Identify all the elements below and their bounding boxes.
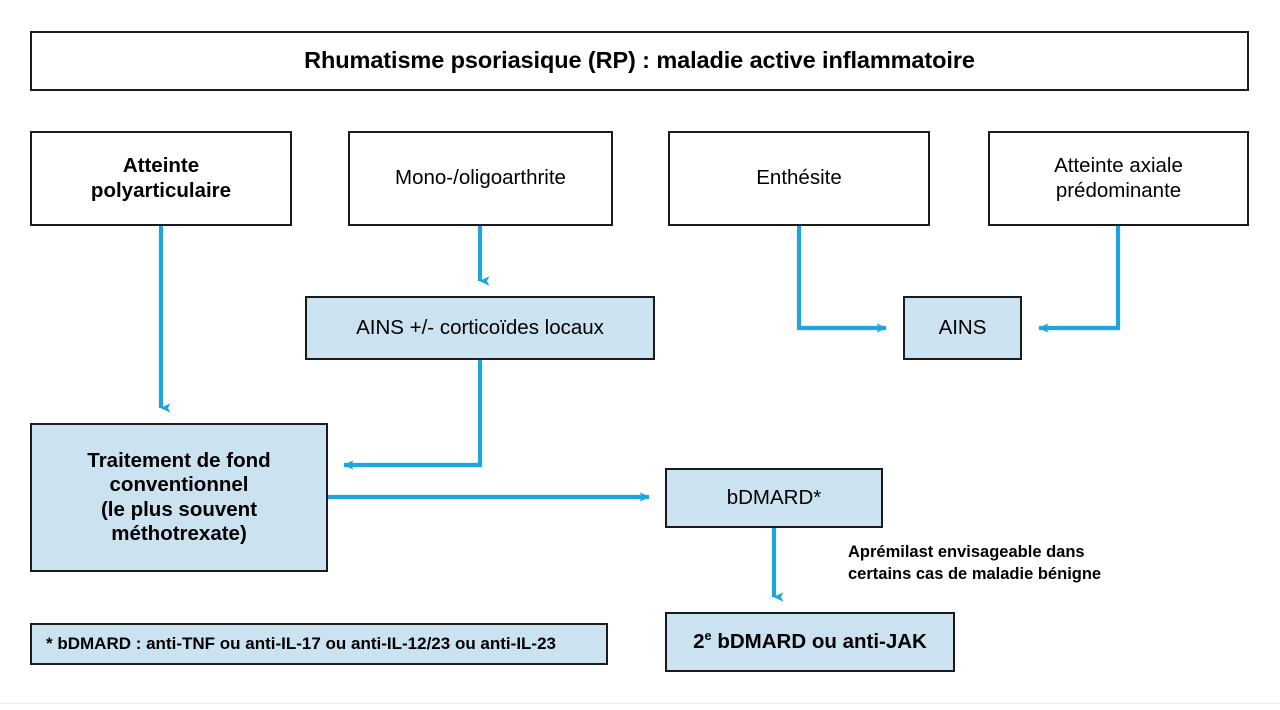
node-mono-oligoarthritis-label: Mono-/oligoarthrite <box>395 166 566 190</box>
node-axial-involvement[interactable]: Atteinte axiale prédominante <box>988 131 1249 226</box>
node-polyarticular-line1: Atteinte <box>122 154 200 178</box>
node-nsaid-local-corticosteroids-label: AINS +/- corticoïdes locaux <box>356 315 604 339</box>
node-second-bdmard-suffix: bDMARD ou anti-JAK <box>711 629 927 653</box>
apremilast-annotation-line1: Aprémilast envisageable dans <box>848 543 1085 561</box>
node-second-bdmard-prefix: 2 <box>693 629 705 653</box>
node-second-bdmard-or-jak[interactable]: 2e bDMARD ou anti-JAK <box>665 612 955 672</box>
node-axial-line1: Atteinte axiale <box>1054 154 1183 178</box>
node-conventional-dmard-text: Traitement de fond conventionnel (le plu… <box>32 449 326 546</box>
node-enthesitis-label: Enthésite <box>756 166 842 190</box>
node-bdmard[interactable]: bDMARD* <box>665 468 883 528</box>
node-second-bdmard-ordinal-suffix: e <box>704 628 712 644</box>
bottom-divider <box>0 703 1280 704</box>
node-polyarticular-line2: polyarticulaire <box>90 178 232 202</box>
page-title: Rhumatisme psoriasique (RP) : maladie ac… <box>30 31 1249 91</box>
connector-axial-to-nsaid <box>1038 226 1121 333</box>
connector-enthesitis-to-nsaid <box>796 226 887 333</box>
node-nsaid-local-corticosteroids[interactable]: AINS +/- corticoïdes locaux <box>305 296 655 360</box>
footnote-bdmard-definition-text: * bDMARD : anti-TNF ou anti-IL-17 ou ant… <box>46 633 556 653</box>
apremilast-annotation: Aprémilast envisageable dans certains ca… <box>848 541 1148 586</box>
node-axial-line2: prédominante <box>1055 178 1182 202</box>
node-nsaid-label: AINS <box>938 315 987 339</box>
page-title-text: Rhumatisme psoriasique (RP) : maladie ac… <box>304 47 975 74</box>
footnote-bdmard-definition: * bDMARD : anti-TNF ou anti-IL-17 ou ant… <box>30 623 608 665</box>
node-conventional-dmard-line3: (le plus souvent <box>100 497 258 521</box>
node-bdmard-label: bDMARD* <box>726 485 822 509</box>
node-conventional-dmard-line2: conventionnel <box>109 473 249 497</box>
node-conventional-dmard-line4: méthotrexate) <box>111 521 247 545</box>
node-second-bdmard-or-jak-text: 2e bDMARD ou anti-JAK <box>667 628 953 654</box>
node-conventional-dmard-line1: Traitement de fond <box>87 449 271 473</box>
node-conventional-dmard[interactable]: Traitement de fond conventionnel (le plu… <box>30 423 328 572</box>
node-nsaid[interactable]: AINS <box>903 296 1022 360</box>
node-polyarticular-involvement[interactable]: Atteinte polyarticulaire <box>30 131 292 226</box>
node-axial-text: Atteinte axiale prédominante <box>990 154 1247 202</box>
node-enthesitis[interactable]: Enthésite <box>668 131 930 226</box>
connector-nsaid-cortico-to-csdmard <box>343 360 483 470</box>
node-polyarticular-text: Atteinte polyarticulaire <box>32 154 290 202</box>
node-mono-oligoarthritis[interactable]: Mono-/oligoarthrite <box>348 131 613 226</box>
apremilast-annotation-line2: certains cas de maladie bénigne <box>848 565 1102 584</box>
